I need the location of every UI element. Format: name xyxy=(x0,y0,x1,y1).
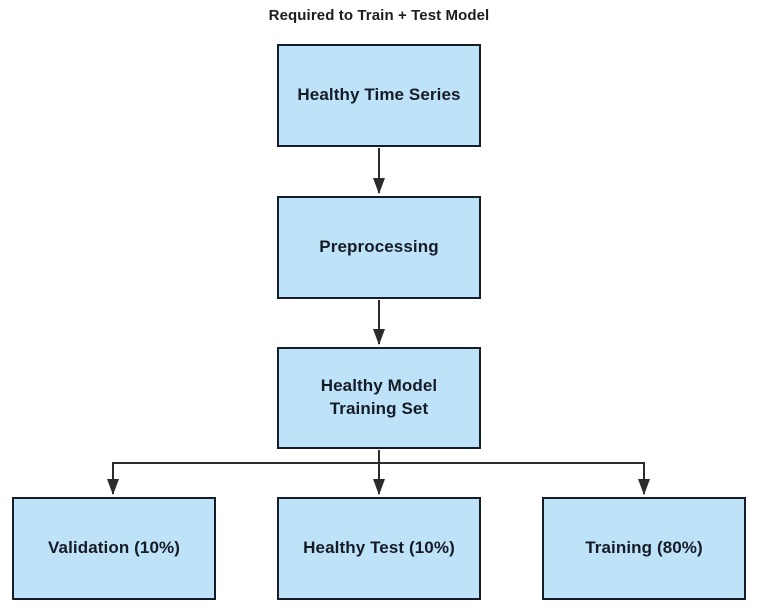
diagram-title: Required to Train + Test Model xyxy=(268,7,490,24)
node-preprocessing: Preprocessing xyxy=(277,196,481,299)
node-healthy-test: Healthy Test (10%) xyxy=(277,497,481,600)
node-validation: Validation (10%) xyxy=(12,497,216,600)
node-healthy-model-training-set: Healthy Model Training Set xyxy=(277,347,481,449)
node-training: Training (80%) xyxy=(542,497,746,600)
node-healthy-time-series: Healthy Time Series xyxy=(277,44,481,147)
